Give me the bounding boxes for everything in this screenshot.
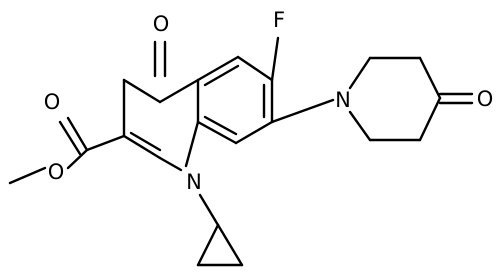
atom-label-piperidine-nitrogen: N bbox=[335, 88, 351, 112]
atom-labels: F O N N O O O bbox=[44, 8, 494, 194]
bond bbox=[418, 56, 442, 100]
bond bbox=[216, 223, 244, 267]
bond bbox=[196, 55, 240, 82]
bond bbox=[270, 98, 335, 124]
bond bbox=[158, 78, 200, 104]
atom-label-ester-carbonyl-oxygen: O bbox=[44, 90, 61, 114]
bond bbox=[184, 120, 200, 168]
bond bbox=[122, 78, 162, 104]
bond bbox=[85, 134, 126, 152]
bond bbox=[198, 193, 220, 227]
bond bbox=[122, 134, 162, 160]
bond bbox=[66, 148, 89, 170]
bond bbox=[58, 120, 82, 156]
bond bbox=[203, 64, 240, 87]
bond bbox=[270, 36, 280, 82]
atom-label-piperidinone-oxygen: O bbox=[477, 87, 494, 111]
bond bbox=[236, 55, 274, 82]
atom-label-fluorine: F bbox=[273, 8, 285, 32]
bond bbox=[203, 115, 238, 136]
atom-label-quinoline-nitrogen: N bbox=[186, 170, 202, 194]
bond bbox=[196, 223, 220, 267]
atom-label-ketone-oxygen: O bbox=[153, 12, 170, 36]
bond bbox=[348, 56, 372, 90]
bond bbox=[196, 120, 238, 145]
bond bbox=[8, 166, 47, 185]
bond bbox=[418, 96, 442, 142]
bond bbox=[129, 131, 162, 152]
atom-label-ester-ether-oxygen: O bbox=[48, 160, 65, 184]
bond bbox=[66, 116, 89, 152]
bond-lines bbox=[8, 36, 474, 267]
bond bbox=[234, 120, 274, 145]
bond bbox=[158, 156, 183, 172]
bond bbox=[348, 110, 372, 142]
